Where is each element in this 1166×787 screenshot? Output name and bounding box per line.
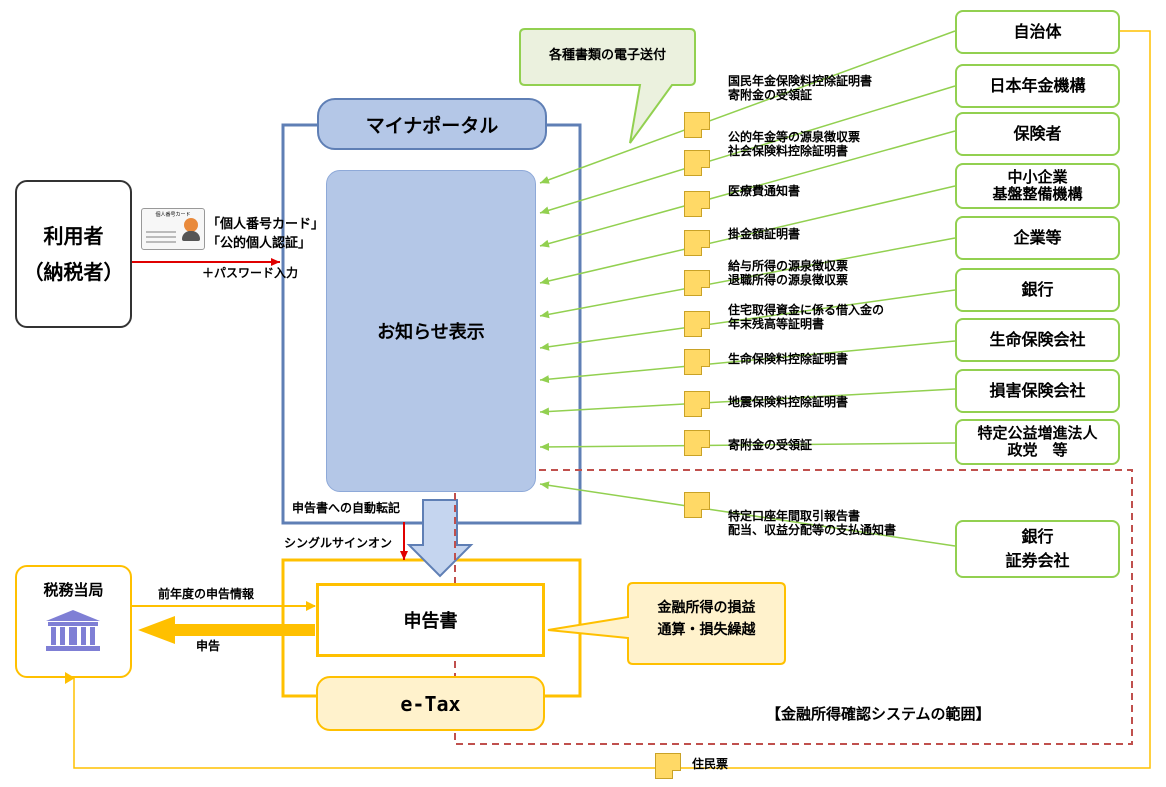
tax-office-box: 税務当局 [15,565,132,678]
password-label: ＋パスワード入力 [202,266,299,280]
doc-label: 地震保険料控除証明書 [728,395,849,409]
doc-label: 国民年金保険料控除証明書 寄附金の受領証 [728,74,873,102]
connector [539,481,956,547]
connector [539,185,956,285]
notice-panel: お知らせ表示 [326,170,536,492]
resident-doc-icon [655,753,681,779]
id-card-lines [146,231,176,243]
prev-info-arrowhead [306,601,316,611]
source-box: 保険者 [955,112,1120,156]
declaration-label: 申告 [196,639,221,653]
doc-icon [684,349,710,375]
card-label-1: 「個人番号カード」 [207,217,325,232]
notice-label: お知らせ表示 [377,322,485,343]
user-box: 利用者 （納税者） [15,180,132,328]
doc-icon [684,270,710,296]
source-box: 銀行 [955,268,1120,312]
doc-icon [684,492,710,518]
doc-icon [684,112,710,138]
transfer-arrow [406,499,474,578]
callout-top-shape [519,28,696,144]
doc-label: 寄附金の受領証 [728,438,813,452]
connector [539,340,956,384]
doc-icon [684,311,710,337]
connector [539,388,956,416]
myna-portal-header: マイナポータル [317,98,547,150]
callout-finance-text: 金融所得の損益 通算・損失繰越 [657,600,756,639]
user-sub-label: （納税者） [23,260,124,284]
doc-label: 公的年金等の源泉徴収票 社会保険料控除証明書 [728,130,861,158]
connector [539,30,956,184]
doc-icon [684,230,710,256]
doc-label: 住宅取得資金に係る借入金の 年末残高等証明書 [728,303,885,331]
prev-year-label: 前年度の申告情報 [158,587,255,601]
doc-label: 掛金額証明書 [728,227,801,241]
doc-label: 特定口座年間取引報告書 配当、収益分配等の支払通知書 [728,509,897,537]
callout-finance-shape [547,582,786,665]
doc-icon [684,391,710,417]
source-box: 銀行 証券会社 [955,520,1120,578]
source-connectors [539,30,956,547]
source-box: 損害保険会社 [955,369,1120,413]
id-card-icon: 個人番号カード [141,208,205,250]
doc-icon [684,191,710,217]
resident-loop [65,30,1151,769]
resident-tax-label: 住民票 [692,757,729,771]
declaration-arrow [138,616,315,644]
id-card-title: 個人番号カード [155,212,191,218]
connector [539,442,956,451]
scope-label: 【金融所得確認システムの範囲】 [766,705,991,723]
connector [539,237,956,319]
doc-label: 医療費通知書 [728,184,801,198]
source-box: 企業等 [955,216,1120,260]
etax-box: e-Tax [316,676,545,731]
tax-office-building-icon [46,610,100,651]
doc-icon [684,430,710,456]
tax-return-label: 申告書 [403,611,458,632]
doc-icon [684,150,710,176]
source-box: 特定公益増進法人 政党 等 [955,419,1120,465]
single-signon-label: シングルサインオン [284,536,393,550]
connector [539,85,956,215]
doc-label: 生命保険料控除証明書 [728,352,849,366]
tax-return-box: 申告書 [316,583,545,657]
connector [539,130,956,248]
source-box: 中小企業 基盤整備機構 [955,163,1120,209]
source-box: 生命保険会社 [955,318,1120,362]
myna-portal-label: マイナポータル [365,114,499,137]
user-label: 利用者 [43,224,104,248]
id-card-photo-icon [184,218,198,232]
etax-label: e-Tax [400,691,461,716]
callout-top-text: 各種書類の電子送付 [548,48,666,63]
tax-office-label: 税務当局 [43,581,104,599]
card-label-2: 「公的個人認証」 [207,236,312,251]
doc-label: 給与所得の源泉徴収票 退職所得の源泉徴収票 [728,259,849,287]
source-box: 日本年金機構 [955,64,1120,108]
connector [539,289,956,351]
source-box: 自治体 [955,10,1120,54]
auto-transcribe-label: 申告書への自動転記 [292,501,401,515]
